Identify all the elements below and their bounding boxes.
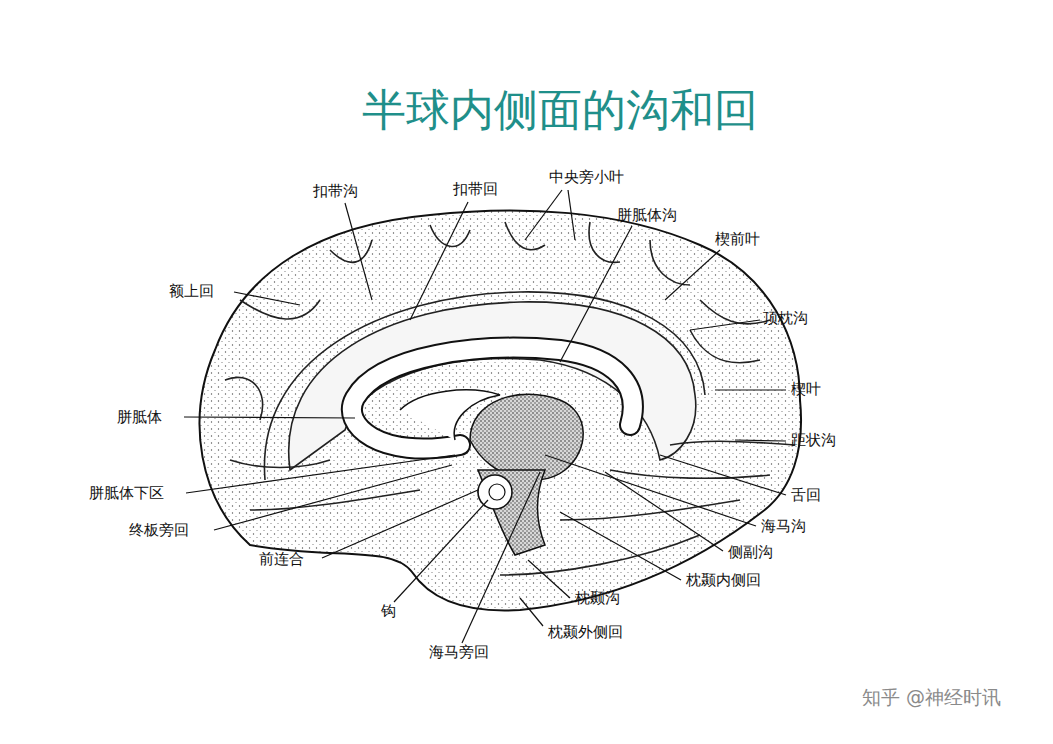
- leader-line: [184, 417, 355, 418]
- part-label: 钩: [380, 602, 397, 620]
- leader-line: [545, 455, 756, 526]
- part-label: 中央旁小叶: [548, 168, 625, 186]
- fornix: [400, 390, 500, 440]
- part-label: 扣带沟: [312, 182, 359, 200]
- thalamus: [470, 394, 583, 480]
- leader-line: [410, 202, 468, 320]
- part-label: 枕颞沟: [574, 589, 621, 607]
- leader-line: [735, 440, 786, 441]
- part-label: 楔前叶: [714, 230, 761, 248]
- leader-line: [186, 455, 455, 493]
- part-label: 扣带回: [452, 180, 499, 198]
- part-label: 前连合: [258, 550, 305, 568]
- part-label: 胼胝体沟: [616, 206, 678, 224]
- hemisphere-outline: [200, 210, 801, 610]
- part-label: 侧副沟: [727, 543, 774, 561]
- leader-line: [568, 190, 575, 240]
- leader-line: [394, 500, 488, 602]
- part-label: 额上回: [168, 282, 215, 300]
- leader-line: [715, 389, 786, 390]
- leader-line: [665, 250, 720, 300]
- part-label: 海马旁回: [428, 643, 490, 661]
- leader-line: [528, 560, 570, 598]
- leader-lines: [184, 190, 786, 643]
- part-label: 枕颞内侧回: [685, 571, 762, 589]
- watermark: 知乎 @神经时讯: [862, 686, 1001, 709]
- sulci: [225, 222, 795, 575]
- part-label: 舌回: [790, 486, 822, 504]
- leader-line: [345, 203, 372, 300]
- diagram-title: 半球内侧面的沟和回: [362, 86, 758, 134]
- leader-line: [660, 455, 786, 495]
- leader-line: [322, 490, 478, 558]
- uncus-inner: [489, 484, 505, 500]
- part-label: 楔叶: [790, 380, 822, 398]
- leader-line: [234, 292, 300, 305]
- part-label: 终板旁回: [128, 521, 190, 539]
- part-label: 顶枕沟: [762, 309, 809, 327]
- part-label: 海马沟: [760, 517, 807, 535]
- part-label: 枕颞外侧回: [547, 623, 624, 641]
- leader-line: [605, 472, 723, 551]
- part-label: 胼胝体下区: [88, 484, 165, 502]
- part-label: 距状沟: [790, 431, 837, 449]
- leader-line: [462, 472, 540, 643]
- part-label: 胼胝体: [116, 408, 163, 426]
- leader-line: [560, 512, 681, 580]
- uncus: [478, 475, 512, 509]
- leader-line: [560, 226, 632, 362]
- leader-line: [520, 598, 543, 626]
- leader-line: [214, 465, 452, 530]
- leader-line: [690, 320, 760, 330]
- leader-line: [525, 190, 562, 240]
